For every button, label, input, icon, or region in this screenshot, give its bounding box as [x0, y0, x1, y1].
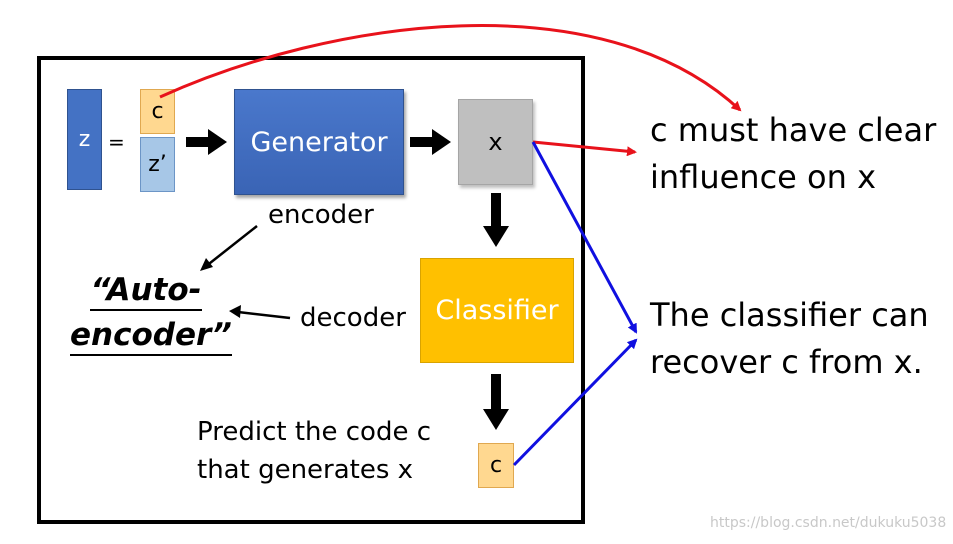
recover-line2: recover c from x.	[650, 343, 923, 381]
clear-influence-note: c must have clear influence on x	[650, 107, 936, 201]
arrow-classifier-to-c	[483, 374, 509, 430]
watermark: https://blog.csdn.net/dukuku5038	[710, 515, 947, 531]
z-prime-label: z’	[148, 152, 167, 177]
classifier-label: Classifier	[435, 295, 559, 326]
clear-influence-line2: influence on x	[650, 158, 876, 196]
autoencoder-line1: “Auto-	[90, 271, 202, 311]
c-code-box: c	[140, 89, 175, 134]
predict-caption: Predict the code c that generates x	[197, 413, 431, 489]
red-arrow-x-to-note	[532, 140, 637, 157]
x-output-box: x	[458, 99, 533, 185]
generator-label: Generator	[250, 126, 388, 158]
recover-note: The classifier can recover c from x.	[650, 292, 929, 386]
arrow-encoder-head	[200, 258, 213, 271]
x-label: x	[488, 128, 503, 156]
decoder-label: decoder	[300, 303, 406, 333]
arrow-generator-to-x	[410, 129, 451, 155]
predicted-c-label: c	[489, 453, 503, 478]
predicted-c-box: c	[478, 443, 514, 488]
recover-line1: The classifier can	[650, 296, 929, 334]
arrow-c-to-generator	[186, 129, 227, 155]
z-vector-box: z	[67, 89, 102, 190]
arrow-encoder-to-autoencoder	[204, 225, 258, 268]
arrow-decoder-head	[229, 305, 241, 318]
predict-line1: Predict the code c	[197, 417, 432, 447]
red-arrow-c-to-note	[159, 24, 742, 112]
equals-sign: =	[108, 130, 125, 154]
classifier-box: Classifier	[420, 258, 574, 363]
clear-influence-line1: c must have clear	[650, 111, 937, 149]
blue-arrow-x-to-note	[531, 141, 638, 334]
autoencoder-line2: encoder”	[70, 316, 232, 356]
generator-box: Generator	[234, 89, 404, 195]
arrow-x-to-classifier	[483, 193, 509, 247]
autoencoder-label: “Auto- encoder”	[70, 268, 232, 358]
diagram-frame	[37, 56, 585, 524]
predict-line2: that generates x	[197, 455, 414, 485]
blue-arrow-c-to-note	[512, 338, 638, 467]
c-label: c	[151, 99, 164, 124]
z-prime-box: z’	[140, 137, 175, 192]
encoder-label: encoder	[268, 200, 374, 230]
z-label: z	[78, 127, 91, 152]
arrow-decoder-to-autoencoder	[237, 310, 291, 320]
